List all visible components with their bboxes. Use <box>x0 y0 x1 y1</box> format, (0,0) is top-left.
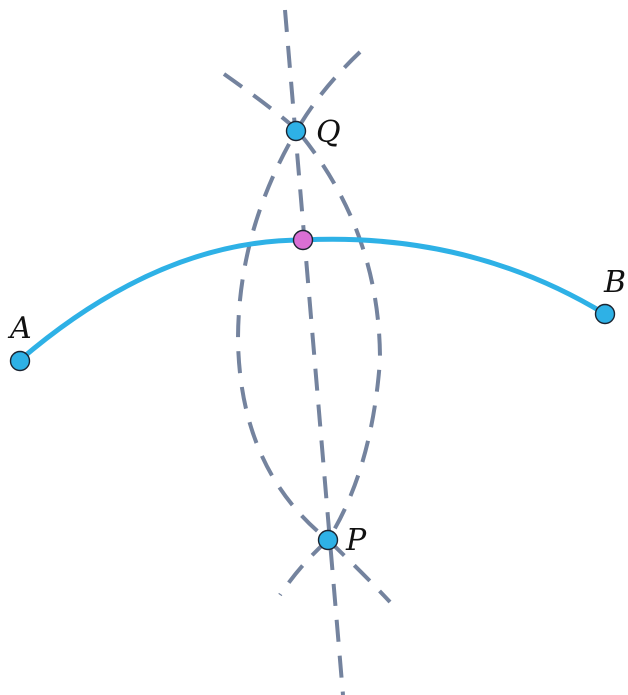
point-b[interactable] <box>594 303 616 325</box>
label-p: P <box>345 523 367 558</box>
point-a[interactable] <box>9 350 31 372</box>
point-q[interactable] <box>285 120 307 142</box>
point-p[interactable] <box>317 529 339 551</box>
construction-arc-right <box>294 50 392 604</box>
midpoint-marker[interactable] <box>292 229 314 251</box>
label-a: A <box>7 311 32 346</box>
label-q: Q <box>316 115 341 150</box>
perpendicular-bisector <box>283 9 345 695</box>
label-b: B <box>603 265 626 300</box>
